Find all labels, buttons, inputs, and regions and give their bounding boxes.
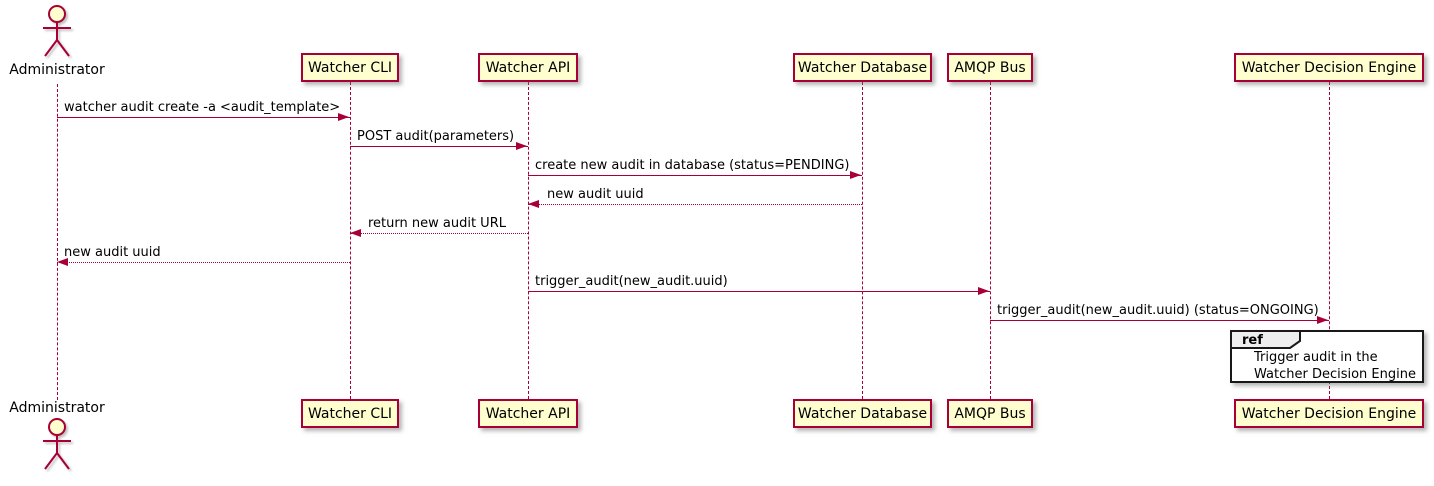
message-4-label: new audit uuid [547,187,644,202]
actor-administrator-icon-bottom [43,418,71,470]
actor-administrator-label-bottom: Administrator [9,400,105,416]
participant-box-watcher-database-top: Watcher Database [793,53,932,82]
message-8-label: trigger_audit(new_audit.uuid) (status=ON… [997,303,1319,318]
participant-box-watcher-cli-bottom: Watcher CLI [301,399,399,428]
actor-administrator-label-top: Administrator [9,62,105,78]
message-3-line [528,175,862,176]
participant-box-watcher-database-bottom: Watcher Database [793,399,932,428]
message-4-arrowhead-icon [528,200,539,208]
message-6-label: new audit uuid [64,245,161,260]
message-6-line [57,262,350,263]
message-3-arrowhead-icon [850,171,861,179]
message-6-arrowhead-icon [57,258,68,266]
message-1-line [57,117,350,118]
message-2-label: POST audit(parameters) [357,129,515,144]
participant-box-watcher-api-top: Watcher API [478,53,578,82]
message-5-label: return new audit URL [368,216,506,231]
lifeline-watcher-cli [350,82,351,399]
lifeline-administrator [57,84,58,400]
message-3-label: create new audit in database (status=PEN… [535,158,850,173]
lifeline-watcher-api [528,82,529,399]
message-7-line [528,291,990,292]
message-7-arrowhead-icon [978,287,989,295]
lifeline-watcher-database [862,82,863,399]
ref-text-line-2: Watcher Decision Engine [1254,367,1416,382]
participant-box-amqp-bus-top: AMQP Bus [947,53,1033,82]
ref-text-line-1: Trigger audit in the [1254,350,1378,365]
message-8-line [990,320,1329,321]
lifeline-watcher-decision-engine [1329,82,1330,399]
participant-box-watcher-decision-engine-top: Watcher Decision Engine [1234,53,1424,82]
lifeline-amqp-bus [990,82,991,399]
ref-keyword: ref [1242,333,1263,348]
message-7-label: trigger_audit(new_audit.uuid) [535,274,728,289]
actor-administrator-icon [43,5,71,57]
message-2-line [350,146,528,147]
message-4-line [528,204,862,205]
message-5-arrowhead-icon [350,229,361,237]
participant-box-amqp-bus-bottom: AMQP Bus [947,399,1033,428]
message-8-arrowhead-icon [1317,316,1328,324]
message-1-label: watcher audit create -a <audit_template> [64,100,341,115]
message-5-line [350,233,528,234]
message-2-arrowhead-icon [516,142,527,150]
participant-box-watcher-decision-engine-bottom: Watcher Decision Engine [1234,399,1424,428]
ref-fragment: ref Trigger audit in the Watcher Decisio… [1230,330,1424,383]
message-1-arrowhead-icon [338,113,349,121]
participant-box-watcher-cli-top: Watcher CLI [301,53,399,82]
participant-box-watcher-api-bottom: Watcher API [478,399,578,428]
ref-tab-icon: ref [1230,330,1301,349]
